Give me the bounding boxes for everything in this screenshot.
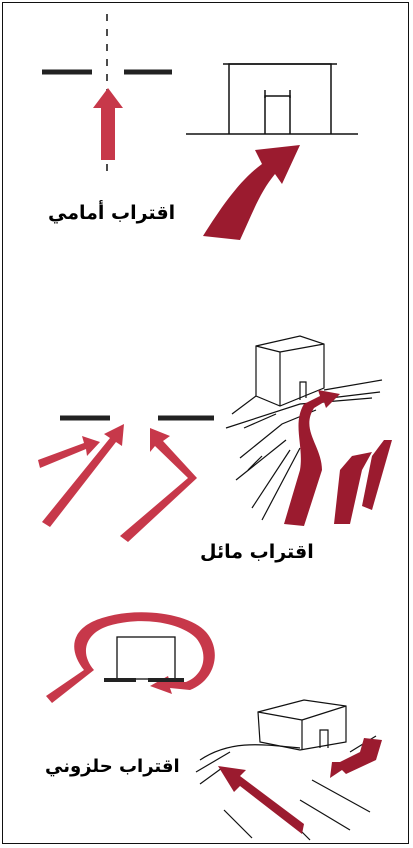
spiral-building-outline — [117, 637, 175, 679]
spiral-plan — [46, 612, 215, 703]
road-stroke-icon — [362, 440, 392, 510]
building-outline — [229, 64, 331, 134]
cube-outline — [256, 336, 324, 406]
frontal-arrow-icon — [93, 88, 123, 160]
oblique-approach-label: اقتراب مائل — [200, 543, 314, 562]
frontal-elevation — [186, 64, 358, 134]
frontal-approach-label: اقتراب أمامي — [48, 204, 175, 223]
spiral-road-arrow-icon — [218, 766, 304, 834]
oblique-road-arrow-icon — [284, 390, 340, 526]
frontal-plan — [42, 14, 172, 178]
oblique-plan — [38, 418, 214, 542]
perspective-arrow-icon — [203, 145, 300, 240]
spiral-approach-label: اقتراب حلزوني — [45, 758, 180, 776]
bent-arrow-icon — [120, 428, 197, 542]
door-outline — [265, 96, 290, 134]
spiral-arrow-icon — [46, 612, 215, 703]
